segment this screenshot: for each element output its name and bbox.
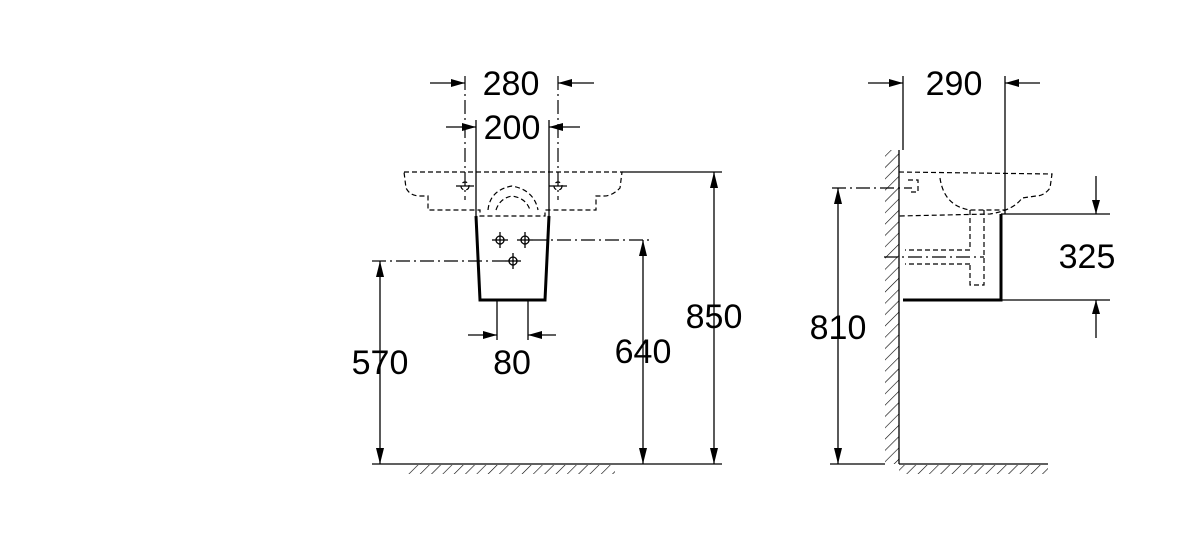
dim-290-label: 290 bbox=[926, 65, 983, 103]
front-basin-bowl bbox=[487, 185, 539, 211]
side-dim-290: 290 bbox=[868, 65, 1040, 214]
side-wall bbox=[885, 150, 900, 464]
side-dim-810: 810 bbox=[810, 187, 912, 465]
front-dim-200: 200 bbox=[446, 109, 580, 147]
dim-200-label: 200 bbox=[484, 109, 541, 147]
dim-810-label: 810 bbox=[810, 309, 867, 347]
front-dim-570: 570 bbox=[352, 260, 505, 465]
dim-640-label: 640 bbox=[615, 333, 672, 371]
front-floor bbox=[408, 463, 615, 474]
dim-80-label: 80 bbox=[493, 344, 531, 382]
dim-570-label: 570 bbox=[352, 344, 409, 382]
side-view: 290 810 325 bbox=[810, 65, 1115, 474]
side-trap bbox=[905, 210, 985, 286]
front-view: 280 200 80 570 bbox=[352, 65, 743, 474]
front-dim-850: 850 bbox=[622, 171, 743, 465]
dim-850-label: 850 bbox=[686, 298, 743, 336]
front-dim-640: 640 bbox=[533, 239, 672, 465]
front-dim-80: 80 bbox=[468, 331, 556, 382]
front-fixing-points bbox=[492, 232, 533, 269]
dim-280-label: 280 bbox=[483, 65, 540, 103]
side-floor bbox=[899, 463, 1048, 474]
front-basin-outline bbox=[403, 171, 623, 217]
dim-325-label: 325 bbox=[1059, 238, 1116, 276]
side-basin-outline bbox=[898, 171, 1053, 217]
front-pedestal bbox=[474, 215, 551, 302]
front-dim-280: 280 bbox=[430, 65, 594, 103]
side-dim-325: 325 bbox=[1001, 176, 1115, 338]
